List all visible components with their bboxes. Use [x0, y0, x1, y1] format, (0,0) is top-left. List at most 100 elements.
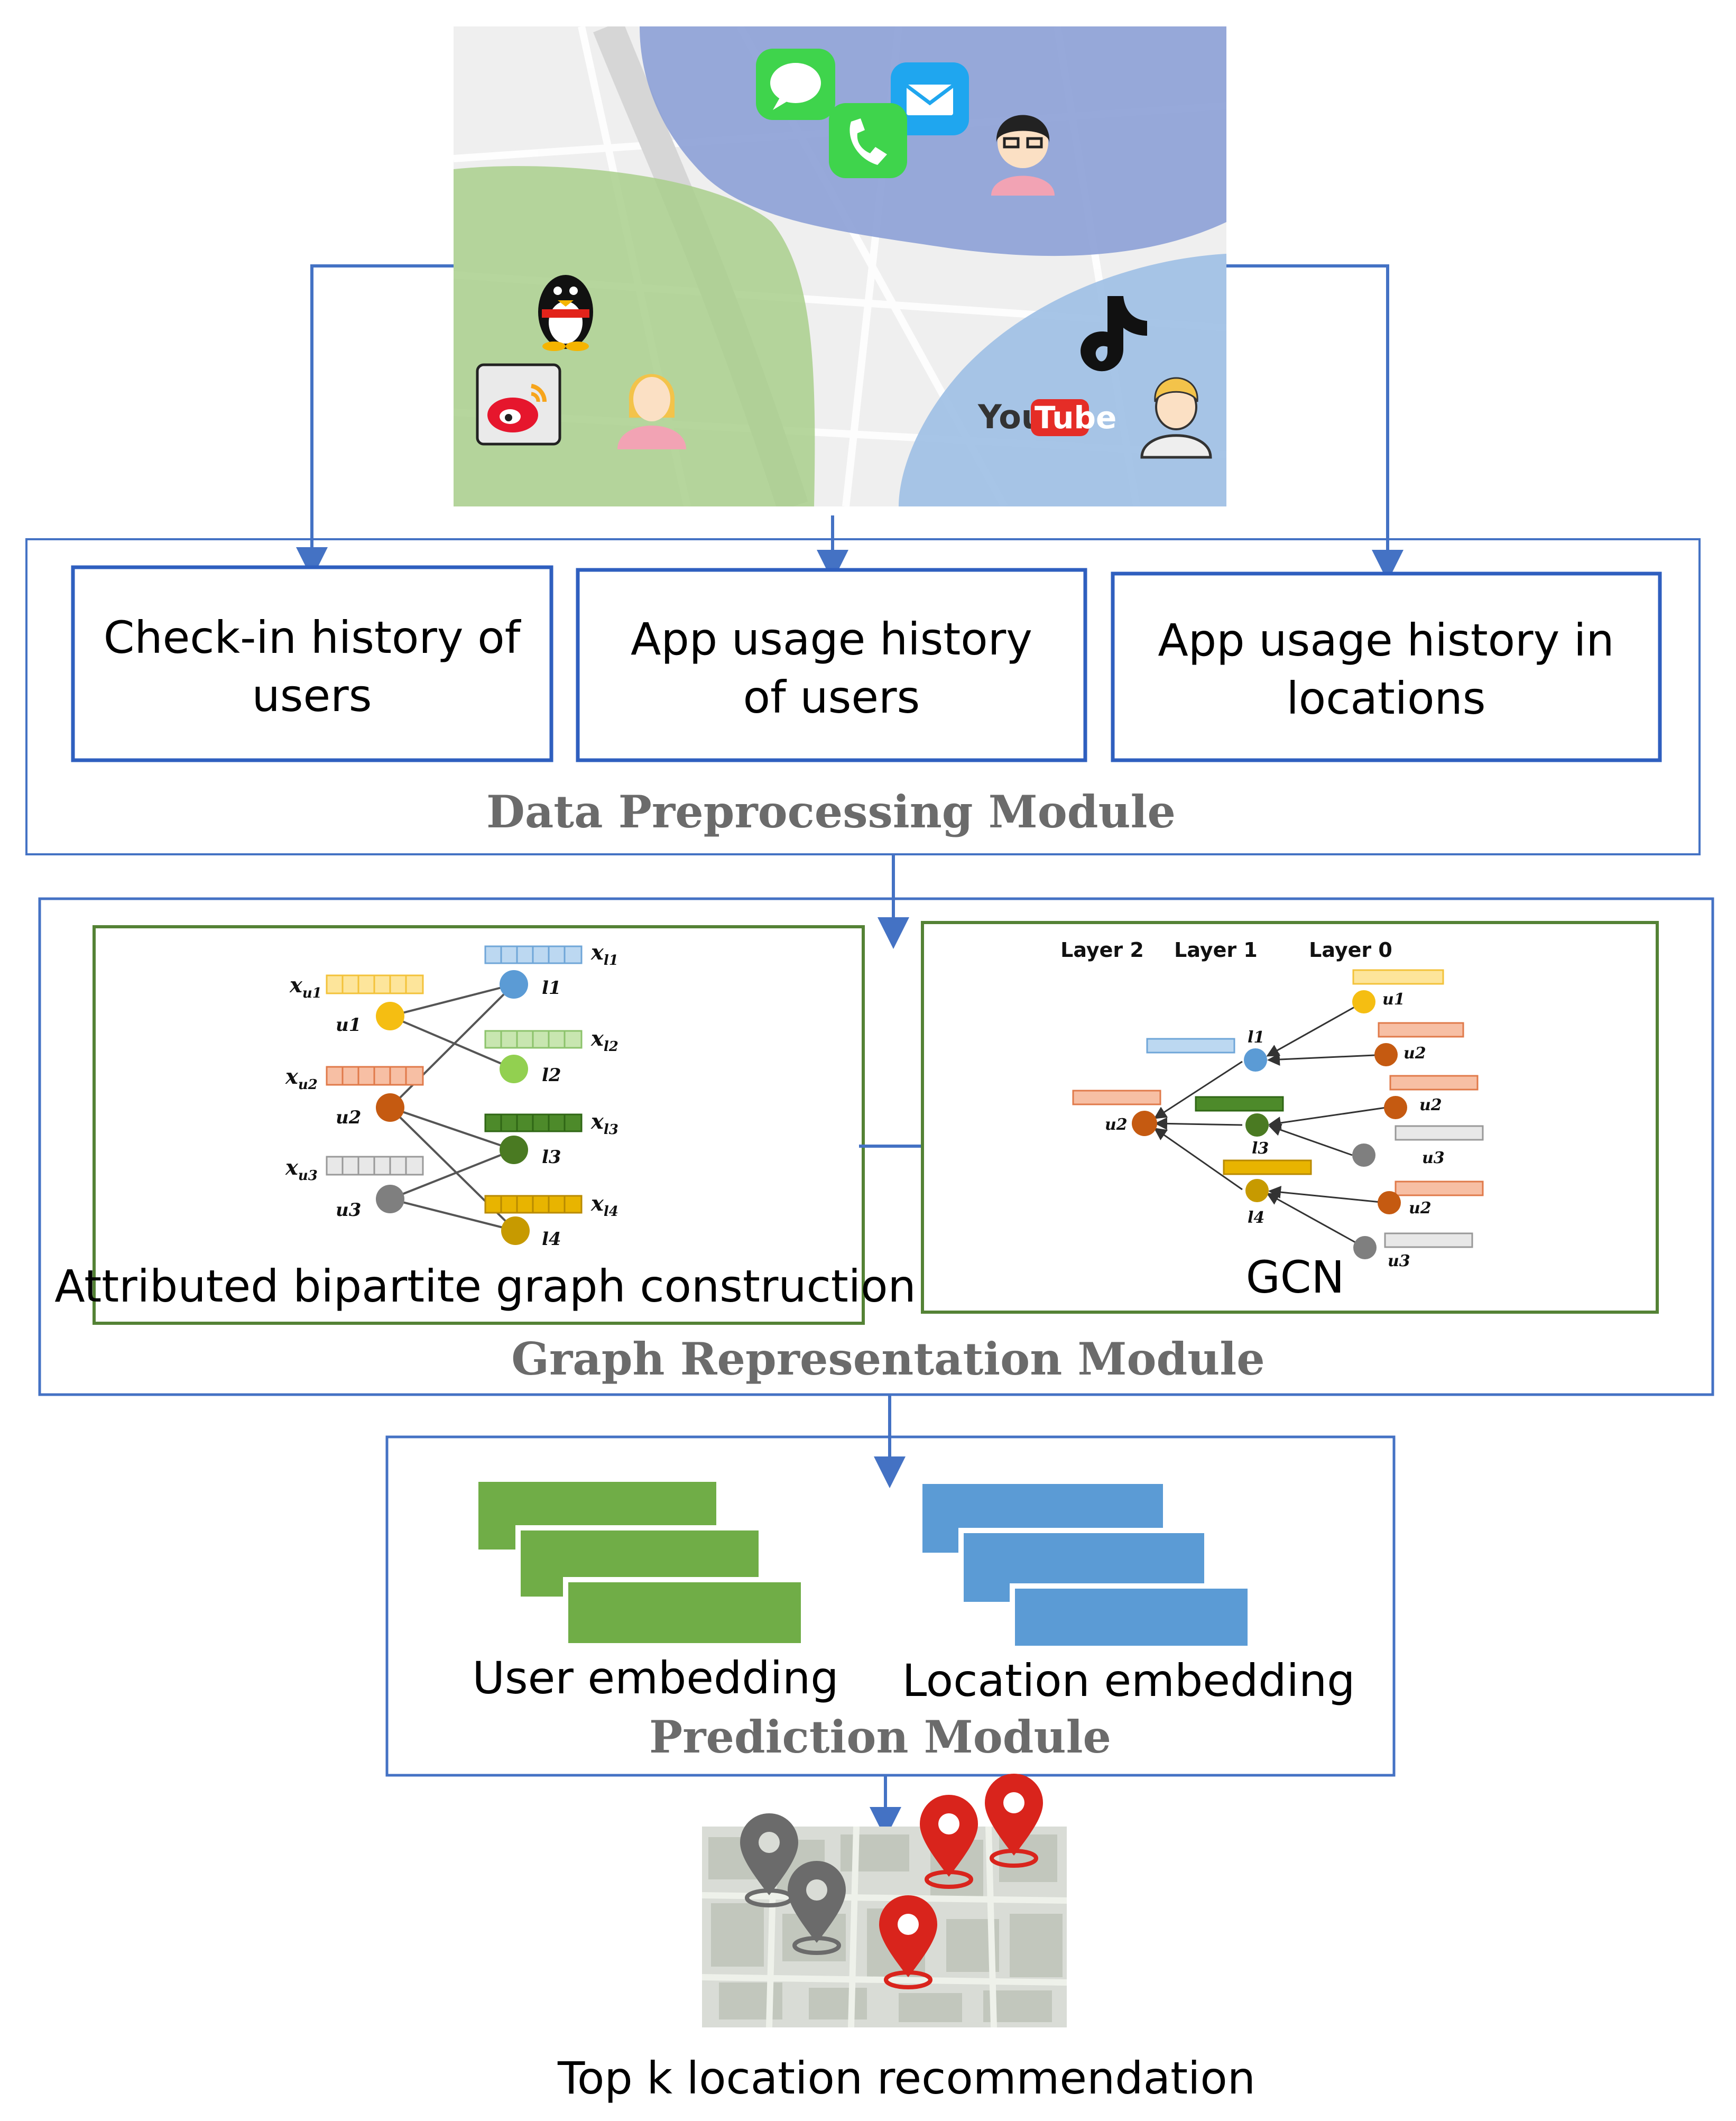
gcn-label-u2-root: u2: [1105, 1115, 1128, 1134]
node-u3: [376, 1185, 404, 1213]
checkin-history-box: Check-in history of users: [71, 565, 553, 762]
label-u1: u1: [336, 1015, 361, 1036]
gcn-node-u2-c: [1378, 1191, 1401, 1214]
node-u2: [376, 1093, 404, 1122]
gcn-label-u2-c: u2: [1409, 1199, 1432, 1218]
weibo-icon: [476, 363, 561, 446]
layer-0-label: Layer 0: [1309, 938, 1392, 962]
map-to-app-usage-locations-arrow: [1226, 264, 1403, 582]
svg-text:xl1: xl1: [590, 940, 618, 969]
gcn-node-l3: [1245, 1113, 1269, 1137]
svg-text:xu3: xu3: [285, 1155, 318, 1184]
app-usage-users-box: App usage history of users: [576, 568, 1087, 762]
gcn-label-l3: l3: [1252, 1139, 1269, 1158]
node-l2: [500, 1055, 528, 1083]
checkin-history-line1: Check-in history of: [104, 612, 522, 663]
user-embedding-label: User embedding: [472, 1652, 838, 1704]
data-preprocessing-label: Data Preprocessing Module: [486, 786, 1176, 838]
data-preprocessing-module: [25, 538, 1701, 855]
gcn-label-u1: u1: [1382, 990, 1405, 1009]
app-usage-locations-line1: App usage history in: [1158, 614, 1614, 666]
layer-2-label: Layer 2: [1060, 938, 1144, 962]
phone-icon: [829, 103, 907, 178]
label-x6: x: [590, 1109, 604, 1134]
layer-1-label: Layer 1: [1174, 938, 1258, 962]
prediction-module: [385, 1435, 1396, 1777]
messages-icon: [756, 49, 835, 120]
node-l4: [501, 1216, 530, 1245]
tiktok-icon: [1081, 296, 1147, 372]
label-xl4-sub: l4: [604, 1204, 618, 1220]
label-l3: l3: [542, 1147, 561, 1168]
app-usage-locations-box: App usage history in locations: [1111, 571, 1662, 762]
top-k-recommendation-label: Top k location recommendation: [557, 2052, 1255, 2104]
graph-representation-label: Graph Representation Module: [511, 1333, 1264, 1385]
gcn-node-l4: [1245, 1179, 1269, 1202]
graph-representation-module: [38, 897, 1714, 1396]
gcn-label-u3-b: u3: [1388, 1252, 1410, 1270]
node-l3: [500, 1136, 528, 1164]
mail-icon: [891, 62, 969, 135]
red-location-pin-icon: [985, 1774, 1043, 1868]
node-u1: [376, 1002, 404, 1030]
location-embedding-label: Location embedding: [902, 1655, 1355, 1707]
gcn-panel: Layer 2 Layer 1 Layer 0: [921, 921, 1659, 1314]
node-l1: [500, 970, 528, 999]
female-user-icon-blonde: [617, 374, 686, 449]
gray-location-pin-icon: [740, 1813, 798, 1907]
youtube-logo-icon: You Tube: [977, 398, 1116, 436]
gcn-node-u3-a: [1352, 1144, 1375, 1167]
blue-right-region: [899, 254, 1226, 506]
label-l4: l4: [542, 1229, 561, 1250]
gcn-label-u3-a: u3: [1422, 1149, 1445, 1167]
gcn-feature-bars: [1072, 969, 1484, 1248]
app-usage-users-line2: of users: [743, 671, 920, 723]
svg-text:xl4: xl4: [590, 1191, 618, 1220]
gcn-node-u3-b: [1353, 1236, 1377, 1259]
label-x7: x: [590, 1191, 604, 1216]
label-x5: x: [590, 1026, 604, 1051]
label-l1: l1: [542, 977, 561, 999]
location-embedding-stack: [917, 1479, 1253, 1651]
female-user-icon: [991, 115, 1055, 196]
bipartite-graph-panel: xu1 xu2 xu3 u1 u2 u3 l1 l2 l3 l4 xl1 xl2…: [54, 925, 916, 1325]
label-xl1-sub: l1: [604, 953, 618, 969]
gcn-node-u1: [1352, 990, 1375, 1013]
label-xu2-sub: u2: [298, 1077, 318, 1093]
red-location-pin-icon: [879, 1895, 937, 1989]
app-usage-users-line1: App usage history: [631, 613, 1032, 665]
gcn-label-u2-b: u2: [1419, 1096, 1442, 1114]
label-u3: u3: [336, 1200, 361, 1221]
gray-location-pin-icon: [788, 1861, 846, 1955]
label-x: x: [289, 973, 303, 998]
prediction-label: Prediction Module: [649, 1711, 1111, 1763]
qq-penguin-icon: [538, 275, 593, 351]
location-feature-bars: [484, 945, 583, 1214]
male-user-icon: [1140, 377, 1212, 459]
label-xl3-sub: l3: [604, 1122, 618, 1138]
map-to-checkin-arrow: [296, 264, 454, 579]
label-xl2-sub: l2: [604, 1039, 618, 1055]
recommendation-map-image: [702, 1827, 1067, 2027]
svg-text:xl2: xl2: [590, 1026, 618, 1055]
gcn-label-u2-a: u2: [1403, 1044, 1426, 1063]
label-l2: l2: [542, 1065, 561, 1086]
gcn-node-u2-b: [1384, 1096, 1407, 1119]
green-region: [454, 166, 815, 506]
gcn-label-l1: l1: [1248, 1028, 1264, 1047]
label-x4: x: [590, 940, 604, 965]
svg-text:xl3: xl3: [590, 1109, 618, 1138]
label-x3: x: [285, 1155, 299, 1180]
bipartite-title: Attributed bipartite graph construction: [54, 1260, 916, 1312]
youtube-tube-text: Tube: [1035, 400, 1116, 436]
gcn-node-u2-root: [1132, 1111, 1157, 1136]
label-xu3-sub: u3: [298, 1168, 318, 1184]
gcn-label-l4: l4: [1248, 1209, 1264, 1227]
red-location-pin-icon: [920, 1795, 978, 1889]
gcn-node-u2-a: [1374, 1043, 1398, 1066]
label-x2: x: [285, 1064, 299, 1089]
user-feature-bars: [326, 974, 424, 1176]
label-u2: u2: [336, 1107, 361, 1128]
checkin-history-line2: users: [252, 670, 372, 722]
